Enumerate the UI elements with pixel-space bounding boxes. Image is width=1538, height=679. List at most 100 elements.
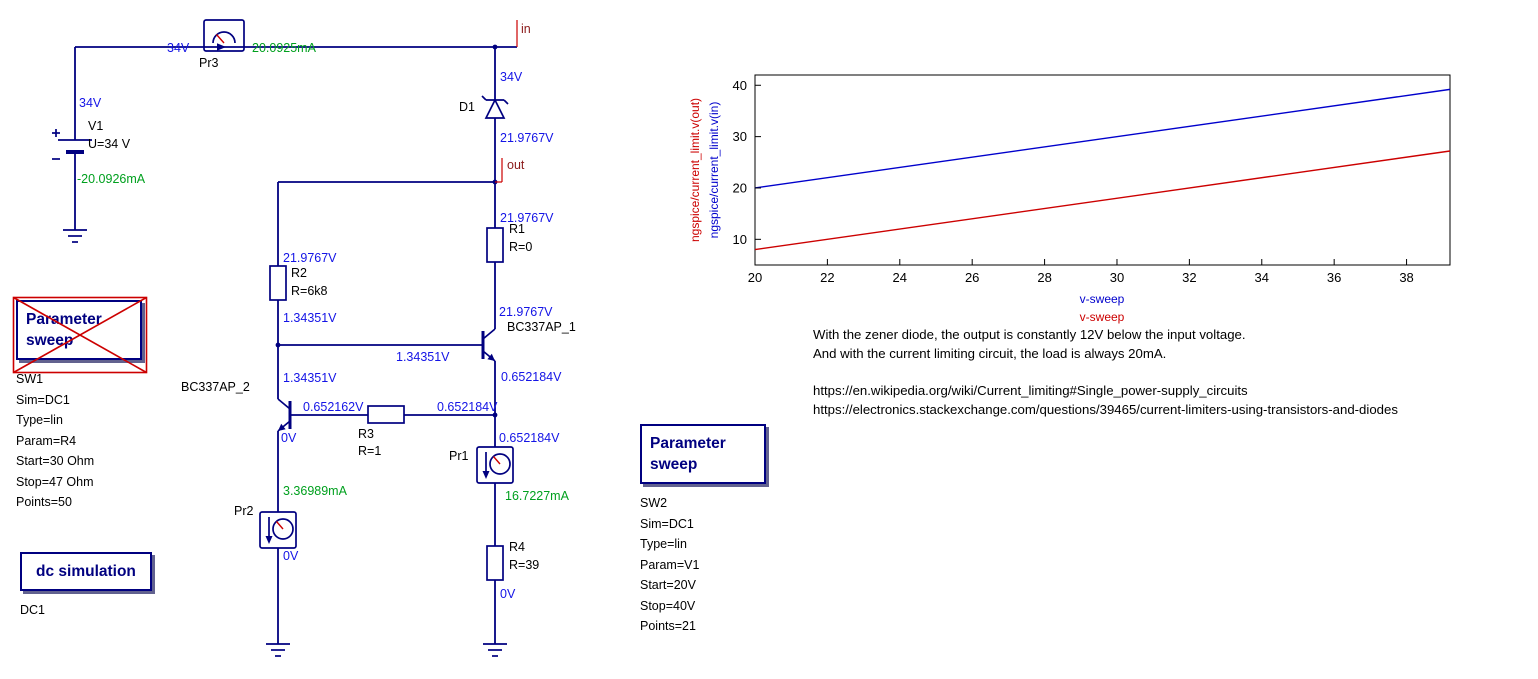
y-tick-label: 40 bbox=[733, 78, 747, 93]
y-tick-label: 20 bbox=[733, 180, 747, 195]
component-r1-resistor[interactable] bbox=[486, 227, 504, 263]
component-name: D1 bbox=[459, 100, 475, 114]
annotation-line: And with the current limiting circuit, t… bbox=[813, 345, 1167, 361]
probe-pr1[interactable] bbox=[476, 446, 514, 484]
port-out[interactable]: out bbox=[495, 158, 525, 183]
current-label: 20.0925mA bbox=[252, 41, 317, 55]
component-value: R=39 bbox=[509, 558, 539, 572]
node-voltage-label: 1.34351V bbox=[396, 350, 450, 364]
property-line: Stop=47 Ohm bbox=[16, 474, 94, 489]
probe-pr3[interactable] bbox=[203, 19, 245, 52]
param-sweep-sw1[interactable]: Parameter sweep SW1 Sim=DC1 Type=lin Par… bbox=[12, 296, 148, 513]
plot-frame bbox=[754, 74, 1451, 266]
ground-symbol[interactable] bbox=[63, 229, 87, 243]
property-line: DC1 bbox=[20, 603, 46, 617]
property-line: Sim=DC1 bbox=[640, 516, 694, 531]
annotation-line: With the zener diode, the output is cons… bbox=[813, 327, 1246, 342]
component-v1-dc-source[interactable] bbox=[52, 129, 92, 160]
component-name: Pr3 bbox=[199, 56, 219, 70]
node-voltage-label: 0V bbox=[500, 587, 516, 601]
node-voltage-label: 1.34351V bbox=[283, 371, 337, 385]
component-name: Pr1 bbox=[449, 449, 469, 463]
property-line: SW1 bbox=[16, 372, 44, 386]
node-voltage-label: 0.652184V bbox=[437, 400, 498, 414]
wires[interactable] bbox=[74, 44, 517, 644]
param-sweep-sw2-box[interactable]: Parameter sweep bbox=[640, 424, 766, 484]
x-tick-label: 28 bbox=[1037, 270, 1051, 285]
param-sweep-sw1-title: Parameter sweep bbox=[26, 311, 102, 349]
x-tick-label: 22 bbox=[820, 270, 834, 285]
ground-symbol[interactable] bbox=[266, 643, 290, 657]
component-r4-resistor[interactable] bbox=[486, 545, 504, 581]
component-value: R=0 bbox=[509, 240, 532, 254]
property-line: Start=20V bbox=[640, 578, 696, 592]
param-sweep-sw1-properties: SW1 Sim=DC1 Type=lin Param=R4 Start=30 O… bbox=[16, 369, 142, 513]
node-voltage-label: 0V bbox=[281, 431, 297, 445]
x-tick-label: 34 bbox=[1255, 270, 1269, 285]
x-tick-label: 20 bbox=[748, 270, 762, 285]
component-q2-npn-transistor[interactable] bbox=[277, 398, 292, 432]
node-voltage-label: 34V bbox=[79, 96, 102, 110]
x-tick-label: 36 bbox=[1327, 270, 1341, 285]
component-name: V1 bbox=[88, 119, 103, 133]
probe-pr2[interactable] bbox=[259, 511, 297, 549]
component-name: R3 bbox=[358, 427, 374, 441]
node-voltage-label: 21.9767V bbox=[499, 305, 553, 319]
dc-simulation-box[interactable]: dc simulation bbox=[20, 552, 152, 591]
port-in[interactable]: in bbox=[516, 20, 531, 47]
node-voltage-label: 34V bbox=[167, 41, 190, 55]
param-sweep-sw2[interactable]: Parameter sweep SW2 Sim=DC1 Type=lin Par… bbox=[640, 424, 766, 637]
y-tick-label: 10 bbox=[733, 232, 747, 247]
property-line: Start=30 Ohm bbox=[16, 454, 95, 468]
circuit-schematic[interactable]: in out 34V 34V 34V 21.9767V 21.9767V 21.… bbox=[0, 0, 660, 679]
component-d1-zener-diode[interactable] bbox=[481, 95, 509, 119]
component-r2-resistor[interactable] bbox=[269, 265, 287, 301]
x-tick-label: 26 bbox=[965, 270, 979, 285]
x-tick-label: 38 bbox=[1399, 270, 1413, 285]
series-line bbox=[754, 88, 1451, 189]
dc-simulation-properties: DC1 bbox=[20, 600, 152, 621]
node-voltage-label: 21.9767V bbox=[500, 131, 554, 145]
property-line: Param=V1 bbox=[640, 557, 700, 572]
property-line: SW2 bbox=[640, 496, 668, 510]
current-label: 16.7227mA bbox=[505, 489, 570, 503]
node-voltage-label: 1.34351V bbox=[283, 311, 337, 325]
node-voltage-label: 0.652162V bbox=[303, 400, 364, 414]
param-sweep-sw1-box[interactable]: Parameter sweep bbox=[12, 296, 148, 374]
annotation-text[interactable]: With the zener diode, the output is cons… bbox=[813, 326, 1398, 419]
node-voltage-label: 21.9767V bbox=[500, 211, 554, 225]
x-tick-label: 24 bbox=[893, 270, 907, 285]
x-axis-label-red: v-sweep bbox=[1080, 310, 1125, 324]
param-sweep-sw2-title: Parameter sweep bbox=[650, 435, 726, 473]
dc-simulation[interactable]: dc simulation DC1 bbox=[20, 552, 152, 621]
annotation-link: https://en.wikipedia.org/wiki/Current_li… bbox=[813, 383, 1248, 398]
property-line: Type=lin bbox=[16, 413, 63, 427]
annotation-gap bbox=[813, 363, 1398, 382]
property-line: Points=50 bbox=[16, 495, 72, 509]
component-name: BC337AP_1 bbox=[507, 320, 576, 334]
param-sweep-sw2-properties: SW2 Sim=DC1 Type=lin Param=V1 Start=20V … bbox=[640, 493, 766, 637]
annotation-link: https://electronics.stackexchange.com/qu… bbox=[813, 401, 1398, 417]
x-tick-label: 32 bbox=[1182, 270, 1196, 285]
ground-symbol[interactable] bbox=[483, 643, 507, 657]
property-line: Param=R4 bbox=[16, 433, 77, 448]
component-name: Pr2 bbox=[234, 504, 254, 518]
y-tick-label: 30 bbox=[733, 129, 747, 144]
component-q1-npn-transistor[interactable] bbox=[481, 328, 496, 362]
component-value: R=6k8 bbox=[291, 284, 328, 298]
node-voltage-label: 0.652184V bbox=[501, 370, 562, 384]
node-voltage-label: 0V bbox=[283, 549, 299, 563]
dc-simulation-title: dc simulation bbox=[36, 563, 136, 580]
y-axis-label-vin: ngspice/current_limit.v(in) bbox=[707, 102, 721, 239]
node-voltage-label: 21.9767V bbox=[283, 251, 337, 265]
port-out-label: out bbox=[507, 158, 525, 172]
property-line: Stop=40V bbox=[640, 598, 696, 613]
series-line bbox=[754, 150, 1451, 251]
x-axis-label-blue: v-sweep bbox=[1080, 292, 1125, 306]
property-line: Type=lin bbox=[640, 537, 687, 551]
port-in-label: in bbox=[521, 22, 531, 36]
component-r3-resistor[interactable] bbox=[367, 405, 405, 424]
